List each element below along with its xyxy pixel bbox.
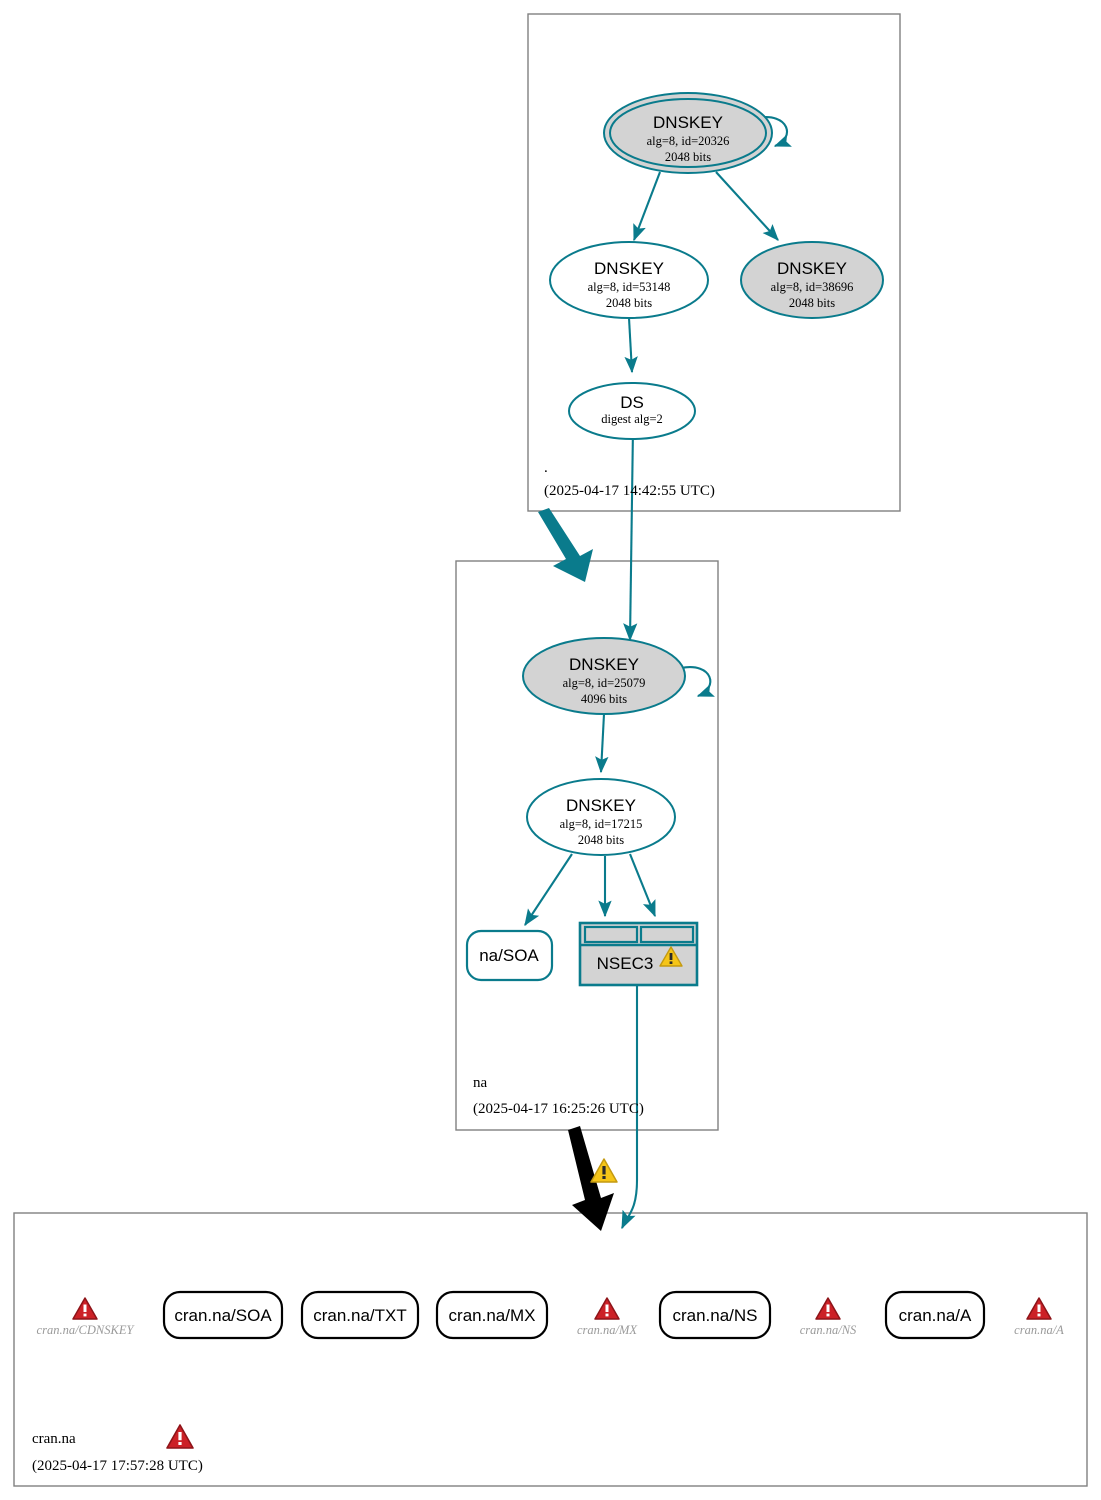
node-root-dnskey-20326[interactable]: DNSKEY alg=8, id=20326 2048 bits — [603, 92, 773, 174]
node-shape — [568, 382, 696, 440]
edge-na-nsec3-to-cran-na — [621, 985, 639, 1230]
zone-timestamp-na: (2025-04-17 16:25:26 UTC) — [473, 1101, 644, 1117]
node-size: 2048 bits — [606, 296, 652, 310]
edge-na-zsk-to-nsec3-b — [629, 853, 656, 918]
node-shape — [526, 778, 676, 856]
node-title: DNSKEY — [594, 259, 664, 278]
edge-root-ksk-to-53148 — [633, 171, 661, 242]
node-root-dnskey-53148[interactable]: DNSKEY alg=8, id=53148 2048 bits — [549, 241, 709, 319]
zone-label-root: . — [544, 460, 548, 476]
node-shape — [522, 637, 686, 715]
zone-box-cran-na — [13, 1212, 1088, 1487]
node-cran-na-cdnskey-error[interactable]: cran.na/CDNSKEY — [37, 1297, 136, 1337]
node-shape — [549, 241, 709, 319]
node-size: 2048 bits — [789, 296, 835, 310]
node-params: alg=8, id=17215 — [560, 817, 643, 831]
node-title: cran.na/MX — [449, 1306, 536, 1325]
node-cran-na-ns[interactable]: cran.na/NS — [658, 1290, 772, 1340]
node-title: cran.na/NS — [800, 1323, 857, 1337]
node-shape — [162, 1290, 284, 1340]
nsec3-header-cell-2 — [639, 925, 695, 944]
node-root-ds[interactable]: DS digest alg=2 — [568, 382, 696, 440]
warning-triangle-icon — [659, 946, 683, 967]
node-cran-na-txt[interactable]: cran.na/TXT — [300, 1290, 420, 1340]
edge-na-ksk-to-zsk — [595, 713, 609, 774]
edge-root-ds-to-na-ksk — [623, 427, 638, 642]
node-root-dnskey-38696[interactable]: DNSKEY alg=8, id=38696 2048 bits — [740, 241, 884, 319]
edge-na-zsk-to-soa — [524, 853, 573, 927]
node-params: alg=8, id=38696 — [771, 280, 854, 294]
error-triangle-icon — [72, 1297, 98, 1320]
node-shape — [435, 1290, 549, 1340]
node-cran-na-mx[interactable]: cran.na/MX — [435, 1290, 549, 1340]
node-na-dnskey-25079[interactable]: DNSKEY alg=8, id=25079 4096 bits — [522, 637, 686, 715]
node-title: na/SOA — [479, 946, 539, 965]
node-shape — [658, 1290, 772, 1340]
edge-delegation-na-to-cran-na — [568, 1126, 614, 1231]
node-cran-na-a-error[interactable]: cran.na/A — [1014, 1297, 1064, 1337]
node-na-nsec3[interactable]: NSEC3 — [578, 921, 699, 987]
node-title: cran.na/A — [1014, 1323, 1064, 1337]
node-shape-inner — [609, 98, 767, 168]
node-title: DS — [620, 393, 644, 412]
edge-root-53148-to-ds — [624, 317, 638, 374]
node-title: cran.na/CDNSKEY — [37, 1323, 136, 1337]
zone-label-cran-na: cran.na — [32, 1431, 76, 1447]
node-cran-na-soa[interactable]: cran.na/SOA — [162, 1290, 284, 1340]
error-triangle-icon — [594, 1297, 620, 1320]
edge-na-ksk-self-loop — [680, 666, 715, 697]
node-shape — [300, 1290, 420, 1340]
zone-timestamp-cran-na: (2025-04-17 17:57:28 UTC) — [32, 1458, 203, 1474]
node-title: DNSKEY — [566, 796, 636, 815]
zone-timestamp-root: (2025-04-17 14:42:55 UTC) — [544, 483, 715, 499]
node-title: DNSKEY — [569, 655, 639, 674]
node-na-soa[interactable]: na/SOA — [465, 929, 554, 982]
node-na-dnskey-17215[interactable]: DNSKEY alg=8, id=17215 2048 bits — [526, 778, 676, 856]
node-size: 2048 bits — [665, 150, 711, 164]
zone-label-na: na — [473, 1075, 488, 1091]
nsec3-header-cell-1 — [583, 925, 639, 944]
node-cran-na-mx-error[interactable]: cran.na/MX — [577, 1297, 638, 1337]
node-title: cran.na/MX — [577, 1323, 638, 1337]
node-title: cran.na/TXT — [313, 1306, 407, 1325]
node-cran-na-a[interactable]: cran.na/A — [884, 1290, 986, 1340]
node-shape — [884, 1290, 986, 1340]
delegation-warning-triangle-icon — [590, 1158, 618, 1183]
edge-root-ksk-to-38696 — [715, 171, 779, 241]
node-title: NSEC3 — [597, 954, 654, 973]
node-shape — [465, 929, 554, 982]
node-title: cran.na/A — [899, 1306, 972, 1325]
node-title: cran.na/NS — [672, 1306, 757, 1325]
node-params: alg=8, id=25079 — [563, 676, 646, 690]
node-title: cran.na/SOA — [174, 1306, 272, 1325]
node-params: digest alg=2 — [601, 412, 663, 426]
node-cran-na-ns-error[interactable]: cran.na/NS — [800, 1297, 857, 1337]
node-shape — [740, 241, 884, 319]
node-title: DNSKEY — [777, 259, 847, 278]
edge-delegation-root-to-na — [538, 508, 593, 582]
node-size: 2048 bits — [578, 833, 624, 847]
zone-status-error-triangle-icon — [166, 1424, 194, 1449]
node-title: DNSKEY — [653, 113, 723, 132]
error-triangle-icon — [815, 1297, 841, 1320]
node-params: alg=8, id=53148 — [588, 280, 671, 294]
error-triangle-icon — [1026, 1297, 1052, 1320]
node-params: alg=8, id=20326 — [647, 134, 730, 148]
node-shape-outer — [603, 92, 773, 174]
node-size: 4096 bits — [581, 692, 627, 706]
